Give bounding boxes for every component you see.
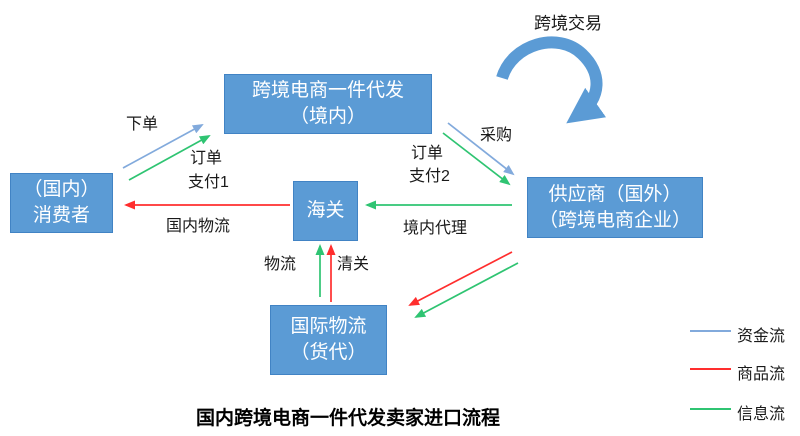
node-supplier-line1: 供应商（国外） [548, 183, 682, 205]
label-place-order: 下单 [126, 116, 159, 133]
legend-label-funds-flow: 资金流 [737, 328, 786, 345]
node-cross-border-dropship: 跨境电商一件代发 （境内） [224, 74, 432, 134]
node-supplier-line2: （跨境电商企业） [538, 209, 691, 231]
node-intl-logistics-line1: 国际物流 [290, 316, 367, 337]
label-purchase: 采购 [480, 127, 513, 144]
node-customs: 海关 [293, 181, 358, 241]
node-domestic-consumer: （国内） 消费者 [10, 173, 113, 233]
diagram-title: 国内跨境电商一件代发卖家进口流程 [195, 408, 500, 429]
node-domestic-consumer-line2: 消费者 [32, 205, 90, 226]
node-supplier: 供应商（国外） （跨境电商企业） [527, 177, 703, 238]
label-cross-border-trade: 跨境交易 [534, 14, 602, 33]
legend-label-info-flow: 信息流 [737, 406, 786, 423]
arrow-order-payment2-info [442, 132, 511, 186]
node-intl-logistics: 国际物流 （货代） [270, 305, 387, 375]
node-intl-logistics-line2: （货代） [290, 342, 367, 363]
label-domestic-agent: 境内代理 [403, 220, 468, 237]
arrow-purchase-funds [447, 122, 515, 176]
label-payment2: 支付2 [409, 168, 450, 185]
arrow-place-order-funds [122, 124, 204, 169]
node-cross-border-dropship-line2: （境内） [289, 106, 366, 127]
label-payment1: 支付1 [188, 174, 229, 191]
arrow-supplier-to-forwarder-info [414, 262, 519, 318]
node-customs-line1: 海关 [306, 200, 345, 221]
node-domestic-consumer-line1: （国内） [23, 179, 100, 200]
arrow-supplier-to-forwarder-goods [408, 251, 513, 306]
label-order-right: 订单 [411, 145, 444, 162]
cross-border-trade-curved-arrow [496, 36, 607, 124]
label-customs-clearance: 清关 [337, 256, 370, 273]
node-cross-border-dropship-line1: 跨境电商一件代发 [251, 80, 404, 101]
legend-label-goods-flow: 商品流 [737, 366, 786, 383]
label-domestic-logistics: 国内物流 [166, 218, 231, 235]
arrow-order-payment1-info [128, 135, 211, 181]
label-order-left: 订单 [190, 150, 223, 167]
label-logistics: 物流 [264, 256, 297, 273]
